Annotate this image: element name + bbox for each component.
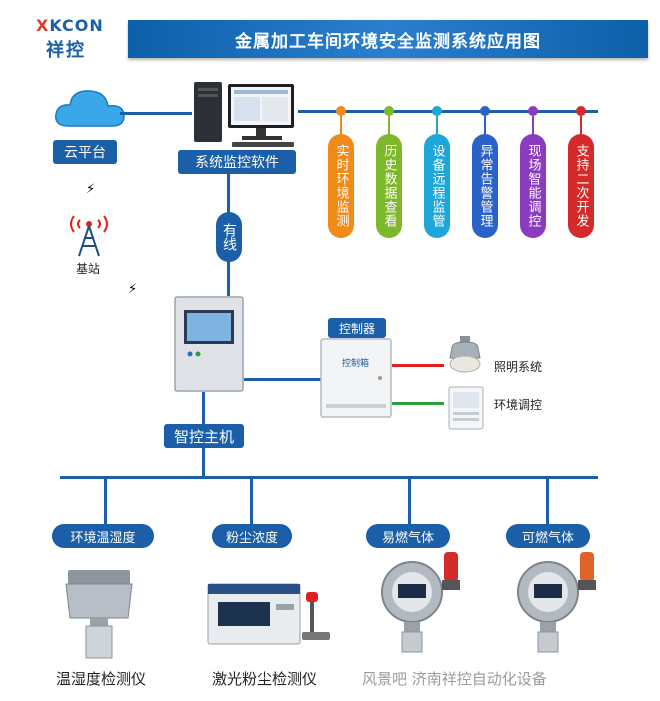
- sensor-dust-label: 粉尘浓度: [212, 524, 292, 548]
- function-history-data: 历史数据查看: [376, 134, 402, 238]
- logo-text-en: XKCON: [36, 16, 104, 35]
- computer-icon: [194, 82, 294, 147]
- logo-text-cn: 祥控: [46, 40, 86, 61]
- climate-line: [392, 402, 444, 405]
- control-box-label: 控制箱: [342, 359, 370, 369]
- temp-humidity-detector-icon: [65, 570, 133, 659]
- control-box-icon: [320, 338, 392, 418]
- device-name-dust: 激光粉尘检测仪: [212, 670, 318, 688]
- controller-tag: 控制器: [328, 318, 386, 338]
- function-dot: [480, 106, 490, 116]
- sensor-flammable-gas-label: 易燃气体: [366, 524, 450, 548]
- wireless-icon: ⚡: [86, 182, 96, 197]
- device-name-temp-humidity: 温湿度检测仪: [56, 670, 147, 688]
- air-conditioner-icon: [448, 386, 484, 430]
- wireless-icon: ⚡: [128, 282, 138, 297]
- function-dot: [432, 106, 442, 116]
- cloud-icon: [55, 90, 125, 127]
- monitoring-software-label: 系统监控软件: [178, 150, 296, 174]
- page-title: 金属加工车间环境安全监测系统应用图: [128, 20, 648, 58]
- flammable-gas-detector-icon: [381, 552, 460, 653]
- combustible-gas-detector-icon: [517, 552, 596, 653]
- environment-control-label: 环境调控: [494, 398, 543, 412]
- base-station-label: 基站: [76, 262, 101, 276]
- cloud-platform-label: 云平台: [53, 140, 117, 164]
- function-dot: [336, 106, 346, 116]
- function-secondary-development: 支持二次开发: [568, 134, 594, 238]
- function-realtime-monitoring: 实时环境监测: [328, 134, 354, 238]
- lighting-line: [392, 364, 444, 367]
- lighting-system-label: 照明系统: [494, 360, 543, 374]
- function-smart-control: 现场智能调控: [520, 134, 546, 238]
- dust-detector-icon: [207, 583, 330, 645]
- function-dot: [384, 106, 394, 116]
- base-station-icon: [70, 215, 108, 257]
- sensor-combustible-gas-label: 可燃气体: [506, 524, 590, 548]
- watermark: 风景吧 济南祥控自动化设备: [362, 670, 547, 688]
- host-device-icon: [174, 296, 244, 392]
- function-dot: [576, 106, 586, 116]
- function-alarm-management: 异常告警管理: [472, 134, 498, 238]
- lamp-icon: [449, 336, 481, 373]
- function-remote-management: 设备远程监管: [424, 134, 450, 238]
- smart-host-label: 智控主机: [164, 424, 244, 448]
- sensor-temp-humidity-label: 环境温湿度: [52, 524, 154, 548]
- wired-link-label: 有线: [216, 212, 242, 262]
- function-dot: [528, 106, 538, 116]
